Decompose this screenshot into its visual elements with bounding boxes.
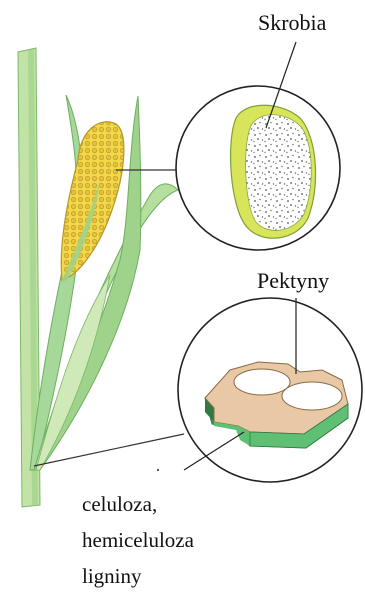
label-starch: Skrobia bbox=[258, 12, 326, 34]
label-hemicellulose: hemiceluloza bbox=[82, 530, 194, 551]
label-cellulose: celuloza, bbox=[82, 494, 157, 515]
starch-grain-inset bbox=[176, 42, 340, 250]
label-pectins: Pektyny bbox=[257, 270, 329, 292]
corn-cob bbox=[61, 122, 124, 282]
label-lignin: ligniny bbox=[82, 566, 142, 587]
cell-wall-inset bbox=[157, 298, 362, 482]
